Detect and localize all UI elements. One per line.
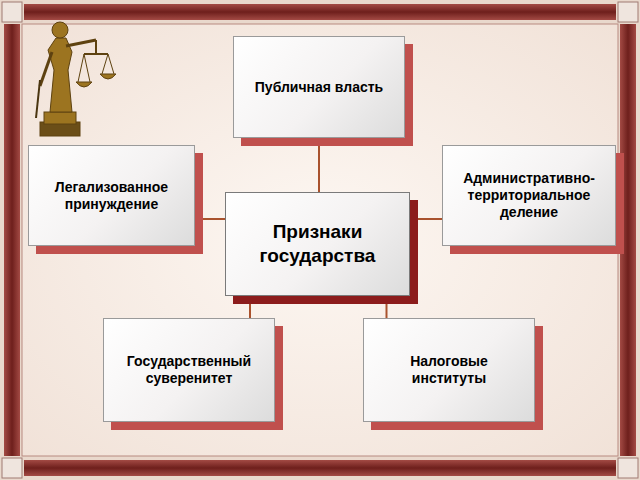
box-label: Налоговые институты <box>372 353 526 387</box>
connector-line <box>318 138 320 192</box>
box-label: Признаки государства <box>234 220 401 268</box>
box-label: Государственный суверенитет <box>112 353 266 387</box>
box-label: Административно-территориальное деление <box>451 170 607 220</box>
box-label: Публичная власть <box>255 79 383 96</box>
central-box: Признаки государства <box>225 192 410 296</box>
connector-line <box>410 218 442 220</box>
connector-line <box>249 296 251 318</box>
box-label: Легализованное принуждение <box>37 179 186 213</box>
feature-box: Налоговые институты <box>363 318 535 422</box>
feature-box: Легализованное принуждение <box>28 145 195 246</box>
feature-box: Административно-территориальное деление <box>442 145 616 246</box>
feature-box: Государственный суверенитет <box>103 318 275 422</box>
connector-line <box>195 218 225 220</box>
connector-line <box>386 296 388 318</box>
feature-box: Публичная власть <box>233 36 405 138</box>
